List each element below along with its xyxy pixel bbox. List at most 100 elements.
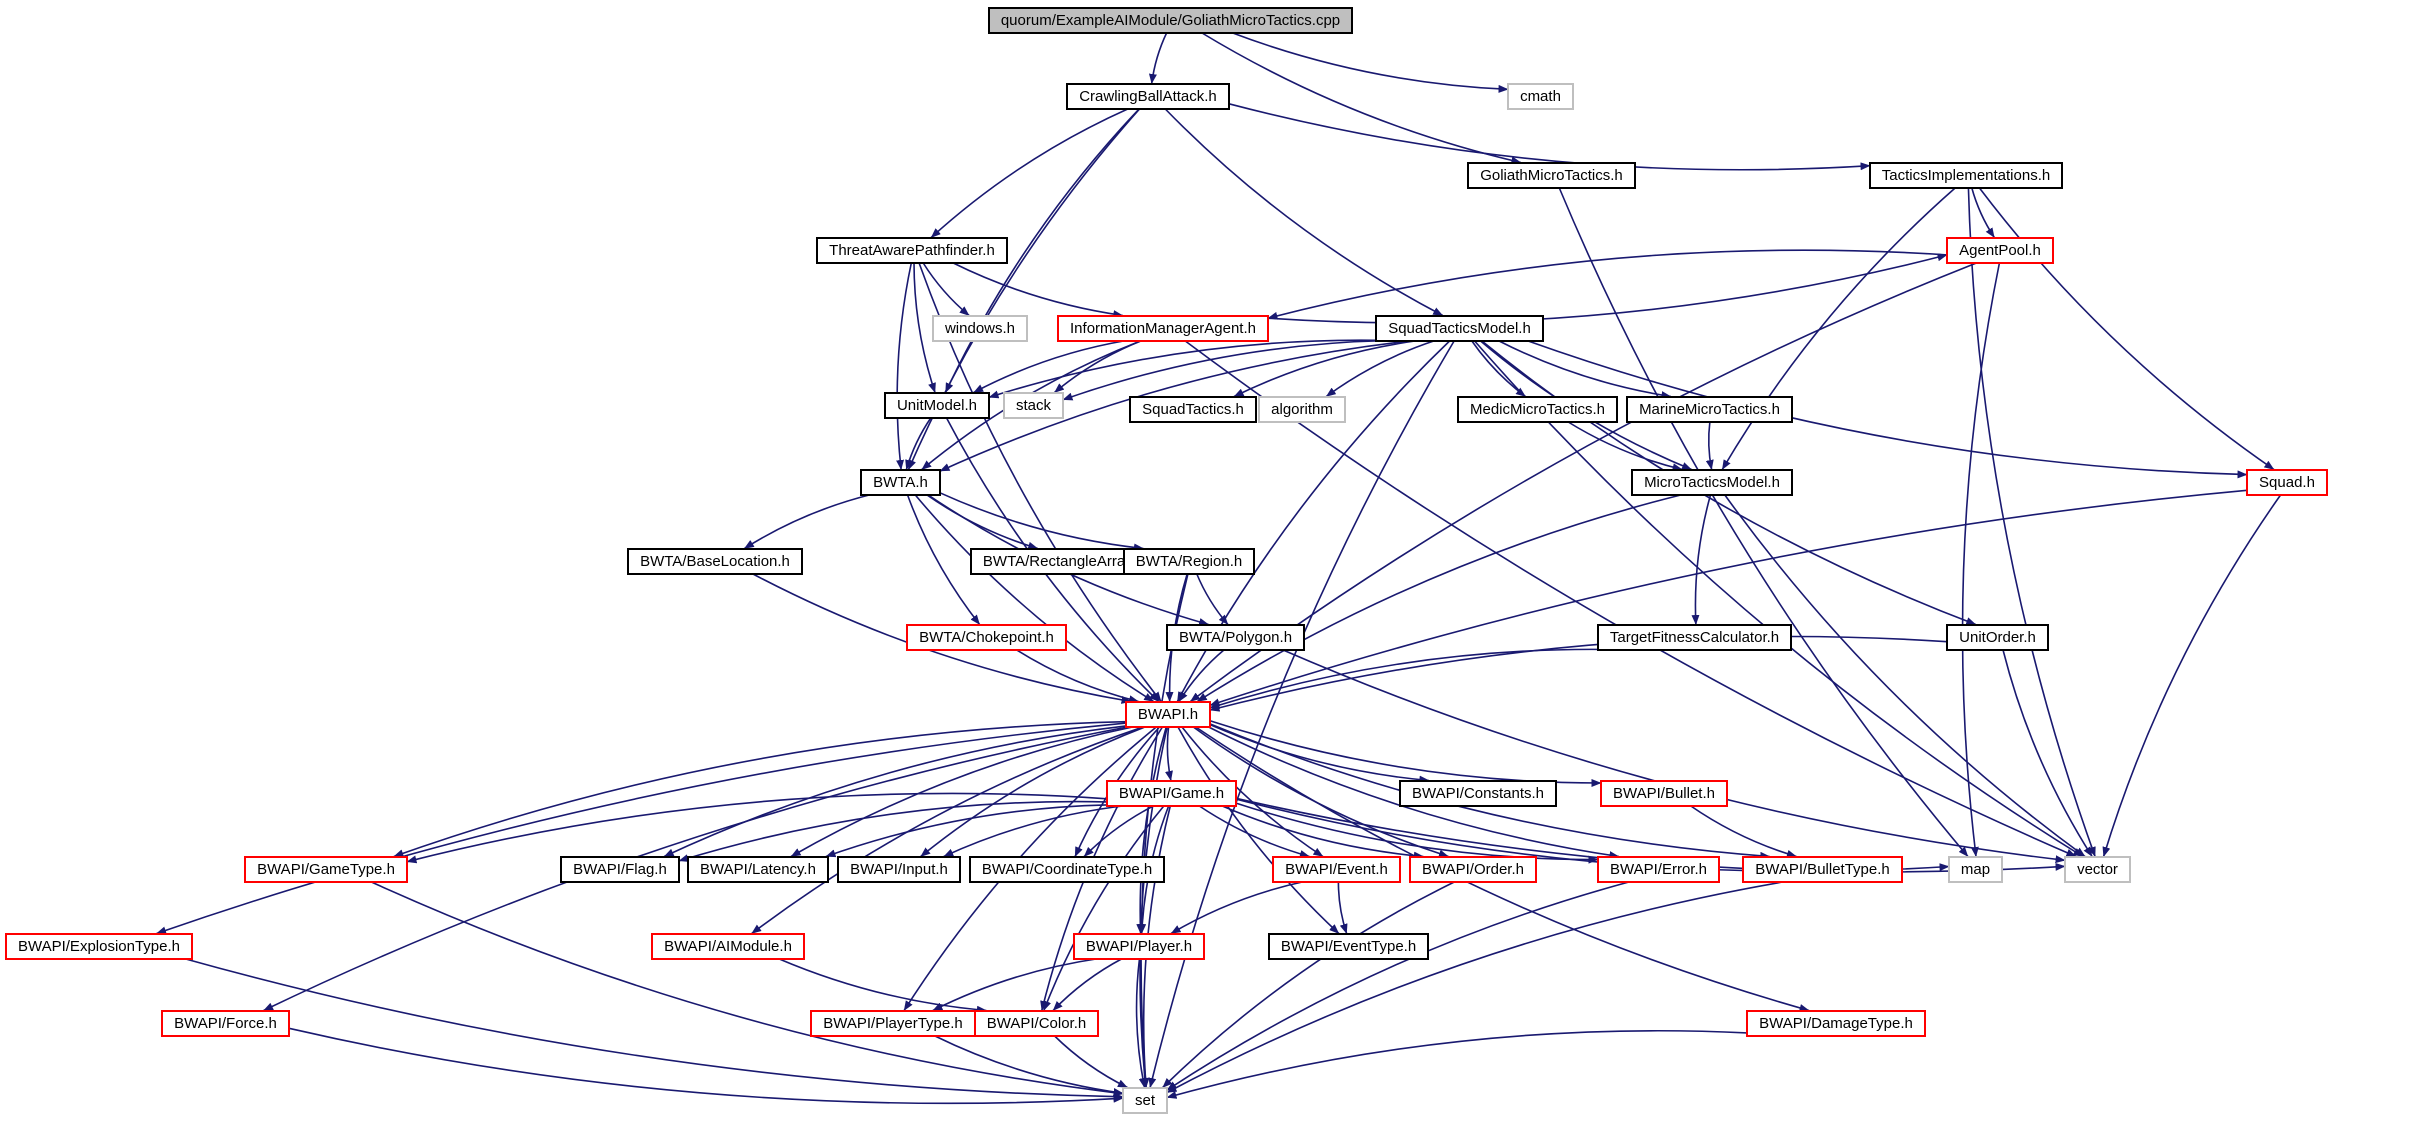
node-label: Squad.h xyxy=(2259,474,2315,491)
edge-event-to-eventtype xyxy=(1337,881,1348,934)
node-label: CrawlingBallAttack.h xyxy=(1079,88,1217,105)
node-bwapi-player-h: BWAPI/Player.h xyxy=(1073,933,1205,960)
node-map: map xyxy=(1948,856,2003,883)
node-bwapi-bullet-h: BWAPI/Bullet.h xyxy=(1600,780,1728,807)
edge-bwapi-to-gametype xyxy=(393,720,1127,858)
edge-squad-to-bwapi xyxy=(1209,489,2248,707)
edge-bwta-to-region xyxy=(939,492,1144,552)
edge-force-to-set xyxy=(288,1027,1124,1105)
edge-bwapi-to-error xyxy=(1207,725,1620,860)
node-box xyxy=(884,392,990,419)
edge-game-to-event xyxy=(1198,804,1310,858)
edge-medic-to-microtm xyxy=(1566,420,1683,472)
node-squadtactics-h: SquadTactics.h xyxy=(1129,396,1257,423)
edge-polygon-to-bwapi xyxy=(1178,648,1226,702)
edges-layer xyxy=(156,31,2282,1105)
node-bwapi-explosiontype-h: BWAPI/ExplosionType.h xyxy=(5,933,193,960)
edge-tactimpl-to-vector xyxy=(1967,187,2096,857)
node-quorum-exampleaimodule-goliathmicrotactics-cpp: quorum/ExampleAIModule/GoliathMicroTacti… xyxy=(988,7,1353,34)
node-tacticsimplementations-h: TacticsImplementations.h xyxy=(1869,162,2063,189)
node-bwapi-force-h: BWAPI/Force.h xyxy=(161,1010,290,1037)
edge-threat-to-unitmodel xyxy=(913,262,936,393)
node-set: set xyxy=(1122,1087,1168,1114)
node-label: BWAPI/Force.h xyxy=(174,1015,277,1032)
edge-bullet-to-bullettype xyxy=(1689,804,1797,858)
node-bwapi-order-h: BWAPI/Order.h xyxy=(1409,856,1537,883)
node-box xyxy=(974,1010,1099,1037)
edge-infomgr-to-stack xyxy=(1053,339,1143,394)
node-targetfitnesscalculator-h: TargetFitnessCalculator.h xyxy=(1597,624,1792,651)
edge-bwapi-to-aimodule xyxy=(751,725,1145,935)
edge-crawl-to-unitmodel xyxy=(944,107,1141,393)
node-label: BWAPI/Bullet.h xyxy=(1613,785,1715,802)
node-cmath: cmath xyxy=(1507,83,1574,110)
node-box xyxy=(1123,548,1255,575)
edge-marine-to-microtm xyxy=(1705,421,1714,470)
edge-error-to-set xyxy=(1166,880,1631,1091)
node-label: UnitModel.h xyxy=(897,397,977,414)
edge-region-to-polygon xyxy=(1195,573,1229,626)
edge-bwapi-to-force xyxy=(263,725,1131,1012)
node-box xyxy=(1409,856,1537,883)
edge-bullettype-to-set xyxy=(1166,880,1786,1094)
node-box xyxy=(1597,856,1720,883)
node-box xyxy=(1742,856,1903,883)
node-box xyxy=(932,315,1028,342)
node-label: windows.h xyxy=(944,320,1015,337)
node-label: AgentPool.h xyxy=(1959,242,2041,259)
node-bwta-region-h: BWTA/Region.h xyxy=(1123,548,1255,575)
edge-squadtm-to-squadtactics xyxy=(1233,339,1419,398)
node-bwapi-coordinatetype-h: BWAPI/CoordinateType.h xyxy=(969,856,1165,883)
node-box xyxy=(1066,83,1230,110)
node-box xyxy=(651,933,805,960)
edge-explosion-to-set xyxy=(183,957,1124,1101)
node-label: BWAPI/Event.h xyxy=(1285,861,1388,878)
edge-squadtm-to-squad xyxy=(1526,339,2248,479)
node-bwapi-latency-h: BWAPI/Latency.h xyxy=(687,856,829,883)
node-bwapi-gametype-h: BWAPI/GameType.h xyxy=(244,856,408,883)
node-box xyxy=(1073,933,1205,960)
node-box xyxy=(2064,856,2131,883)
edge-game-to-order xyxy=(1220,804,1424,860)
node-box xyxy=(1003,392,1064,419)
node-bwapi-eventtype-h: BWAPI/EventType.h xyxy=(1268,933,1429,960)
node-box xyxy=(1597,624,1792,651)
node-vector: vector xyxy=(2064,856,2131,883)
node-label: SquadTactics.h xyxy=(1142,401,1244,418)
edge-game-to-latency xyxy=(825,804,1108,858)
edge-targetfit-to-bwapi xyxy=(1209,648,1610,709)
node-box xyxy=(161,1010,290,1037)
node-bwta-h: BWTA.h xyxy=(860,469,941,496)
node-bwapi-aimodule-h: BWAPI/AIModule.h xyxy=(651,933,805,960)
edge-game-to-error xyxy=(1235,802,1599,864)
node-label: BWAPI/EventType.h xyxy=(1281,938,1416,955)
node-box xyxy=(1631,469,1793,496)
node-label: BWAPI/DamageType.h xyxy=(1759,1015,1913,1032)
node-label: TargetFitnessCalculator.h xyxy=(1610,629,1779,646)
edge-damagetype-to-set xyxy=(1166,1029,1748,1099)
edge-threat-to-bwta xyxy=(896,262,913,470)
node-label: BWAPI/Flag.h xyxy=(573,861,667,878)
node-label: MicroTacticsModel.h xyxy=(1644,474,1780,491)
node-label: cmath xyxy=(1520,88,1561,105)
edge-bwapi-to-latency xyxy=(790,725,1136,858)
node-stack: stack xyxy=(1003,392,1064,419)
node-box xyxy=(810,1010,976,1037)
node-squad-h: Squad.h xyxy=(2246,469,2328,496)
edge-order-to-set xyxy=(1162,880,1456,1089)
node-goliathmicrotactics-h: GoliathMicroTactics.h xyxy=(1467,162,1636,189)
node-bwapi-input-h: BWAPI/Input.h xyxy=(837,856,961,883)
node-box xyxy=(560,856,680,883)
node-box xyxy=(1600,780,1728,807)
edge-crawl-to-threat xyxy=(930,107,1130,239)
node-box xyxy=(1399,780,1557,807)
edge-playertype-to-set xyxy=(933,1034,1124,1096)
node-box xyxy=(1057,315,1269,342)
edge-gametype-to-set xyxy=(369,880,1124,1097)
edge-threat-to-windows xyxy=(922,262,970,317)
node-label: BWAPI/Order.h xyxy=(1422,861,1524,878)
node-label: BWTA/Region.h xyxy=(1136,553,1242,570)
node-box xyxy=(1258,396,1346,423)
node-label: vector xyxy=(2077,861,2118,878)
node-bwta-chokepoint-h: BWTA/Chokepoint.h xyxy=(906,624,1067,651)
